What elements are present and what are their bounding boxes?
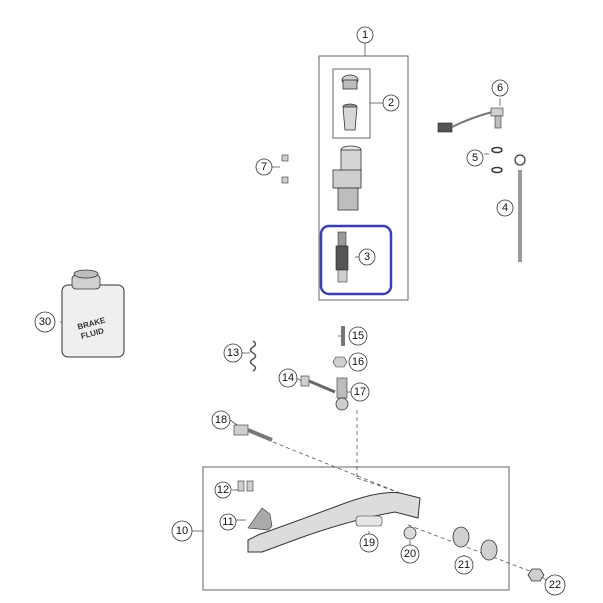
piston-highlight-box[interactable] xyxy=(319,224,393,296)
nut-22-part xyxy=(527,568,545,582)
callout-14: 14 xyxy=(282,372,294,384)
callout-16: 16 xyxy=(352,356,364,368)
callout-11: 11 xyxy=(222,516,233,528)
callout-19: 19 xyxy=(363,537,375,549)
bearing-right-part xyxy=(480,539,498,561)
brake-fluid-can-part xyxy=(61,269,125,358)
callout-10: 10 xyxy=(176,525,188,537)
repair-kit-group-box xyxy=(332,68,371,139)
callout-5: 5 xyxy=(472,152,478,164)
callout-6: 6 xyxy=(497,82,503,94)
nut-part xyxy=(332,356,348,368)
callout-30: 30 xyxy=(39,316,51,328)
reservoir-cap-part xyxy=(341,74,359,90)
piston-part xyxy=(335,231,349,283)
o-ring-top-part xyxy=(491,146,503,154)
pin-parts xyxy=(237,480,254,492)
callout-15: 15 xyxy=(352,330,364,342)
screws-part xyxy=(281,154,289,184)
callout-7: 7 xyxy=(261,161,267,173)
washer-part xyxy=(403,526,417,540)
bearing-left-part xyxy=(452,526,470,548)
callout-4: 4 xyxy=(502,202,508,214)
leader-lines xyxy=(60,43,549,583)
clevis-part xyxy=(335,377,349,411)
assembly-lines xyxy=(272,410,536,574)
callout-20: 20 xyxy=(404,548,416,560)
callout-18: 18 xyxy=(215,414,227,426)
bolt-18-part xyxy=(233,424,273,442)
brake-pedal-part xyxy=(247,492,421,553)
master-cylinder-body-part xyxy=(332,145,362,211)
brake-light-switch-part xyxy=(437,107,504,133)
callout-1: 1 xyxy=(362,29,368,41)
bushing-part xyxy=(355,515,383,527)
callout-21: 21 xyxy=(458,559,470,571)
callout-2: 2 xyxy=(388,97,394,109)
callout-3[interactable]: 3 xyxy=(364,251,370,263)
master-cylinder-group-box xyxy=(318,55,409,301)
o-ring-bottom-part xyxy=(491,166,503,174)
callout-circles xyxy=(34,26,566,596)
brake-pedal-group-box xyxy=(202,466,510,591)
callout-12: 12 xyxy=(217,484,229,496)
callout-17: 17 xyxy=(354,386,366,398)
filter-part xyxy=(342,103,358,131)
pedal-tip-part xyxy=(247,507,273,531)
callout-22: 22 xyxy=(549,579,561,591)
callout-13: 13 xyxy=(227,347,239,359)
bolt-14-part xyxy=(300,375,336,394)
spring-part xyxy=(249,340,257,372)
